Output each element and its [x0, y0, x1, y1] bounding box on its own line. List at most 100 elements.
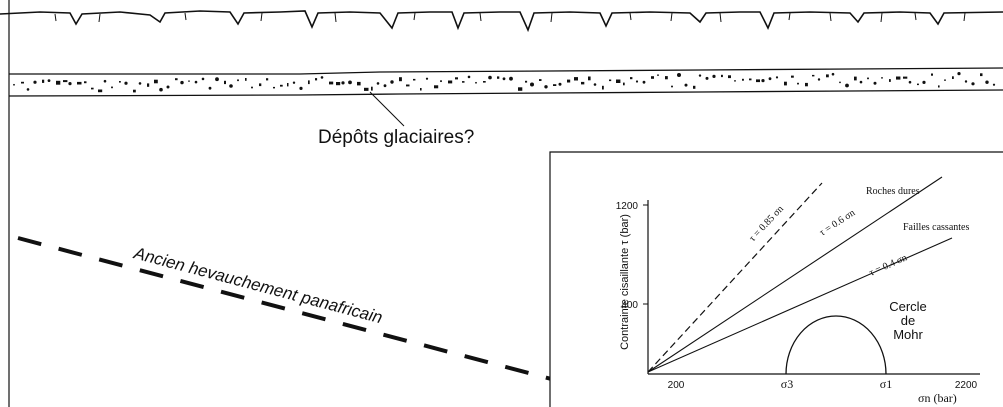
surface-profile: [0, 10, 1003, 33]
pebble: [805, 82, 808, 87]
line-085: [647, 182, 823, 373]
pebble: [188, 80, 190, 82]
pebble: [215, 77, 219, 82]
pebble: [698, 74, 702, 77]
pebble: [734, 80, 736, 82]
pebble: [903, 76, 908, 79]
pebble: [553, 84, 557, 86]
pebble: [237, 79, 239, 82]
x-tick-label-2200: 2200: [955, 380, 978, 391]
pebble: [873, 81, 877, 85]
pebble: [749, 78, 752, 81]
deposit-band-bottom: [8, 89, 1003, 97]
pebble: [371, 86, 373, 91]
pebble: [425, 77, 429, 80]
roches-dures-label: Roches dures: [866, 186, 920, 197]
glacial-deposits-label: Dépôts glaciaires?: [318, 127, 474, 148]
pebble: [616, 79, 621, 83]
pebble: [558, 82, 562, 86]
mohr-label-3: Mohr: [893, 327, 923, 342]
pebble: [329, 81, 334, 85]
pebble: [761, 79, 765, 83]
mohr-circle: [785, 315, 887, 375]
pebble: [593, 83, 597, 86]
pebble: [812, 74, 815, 77]
pebble: [434, 85, 439, 89]
pebble: [488, 75, 492, 80]
pebble: [721, 74, 723, 78]
mohr-label-2: de: [901, 313, 915, 328]
pebble: [530, 82, 534, 87]
pebble: [47, 79, 51, 82]
pebble: [440, 80, 442, 83]
pebble: [574, 77, 578, 81]
pebble: [273, 86, 275, 89]
pebble: [588, 76, 591, 81]
pebble: [881, 77, 883, 79]
pebble: [931, 73, 933, 76]
pebble: [287, 83, 289, 87]
pebble: [448, 80, 453, 84]
pebble: [908, 80, 912, 84]
pebble: [957, 72, 961, 76]
pebble: [13, 83, 15, 86]
inset-frame: [549, 151, 1003, 407]
pebble: [602, 85, 604, 90]
pebble: [42, 79, 45, 83]
pebble: [728, 75, 731, 79]
pebble: [544, 85, 548, 89]
pebble: [677, 73, 681, 77]
pebble: [502, 77, 506, 81]
pebble: [665, 76, 668, 80]
pebble: [483, 81, 486, 83]
pebble: [525, 80, 528, 83]
pebble: [581, 81, 585, 85]
x-tick-label-200: 200: [668, 380, 685, 391]
pebble: [133, 89, 136, 93]
pebble: [938, 85, 940, 88]
pebble: [390, 80, 394, 84]
pebble: [509, 76, 513, 81]
pebble: [266, 78, 269, 81]
y-tick-label-1200: 1200: [616, 201, 639, 212]
line-04: [647, 237, 953, 373]
pebble: [68, 82, 72, 86]
pebble: [712, 74, 716, 78]
pebble: [180, 80, 184, 85]
y-tick-label-400: 400: [621, 300, 638, 311]
failles-cassantes-label: Failles cassantes: [903, 222, 969, 233]
pebble: [84, 81, 87, 84]
pebble: [111, 86, 113, 89]
pebble: [889, 79, 891, 82]
pebble: [383, 84, 387, 88]
pebble: [791, 75, 794, 78]
pebble: [684, 83, 688, 87]
pebble: [867, 77, 869, 80]
pebble: [854, 76, 857, 81]
old-thrust-label: Ancien hevauchement panafricain: [131, 243, 384, 327]
pebble: [826, 74, 829, 78]
pebble: [166, 85, 170, 89]
pebble: [91, 87, 94, 90]
pebble: [455, 77, 458, 80]
mohr-label-1: Cercle: [889, 299, 927, 314]
pebble: [194, 80, 198, 84]
sigma3-label: σ3: [781, 377, 793, 391]
pebble: [742, 78, 744, 81]
pebble: [245, 78, 247, 81]
pebble: [21, 81, 24, 84]
pebble: [56, 80, 61, 85]
pebble: [971, 82, 975, 86]
callout-line: [369, 91, 405, 127]
line-06: [647, 176, 943, 373]
pebble: [768, 77, 772, 81]
pebble: [462, 81, 465, 83]
inset-chart: 1200 400 200 2200 σ3 σ1 σn (bar) Contrai…: [616, 176, 980, 405]
pebble: [103, 79, 107, 83]
pebble: [518, 87, 523, 91]
pebble: [77, 81, 82, 85]
pebble: [693, 85, 696, 89]
pebble: [797, 82, 799, 85]
pebble: [364, 87, 369, 91]
